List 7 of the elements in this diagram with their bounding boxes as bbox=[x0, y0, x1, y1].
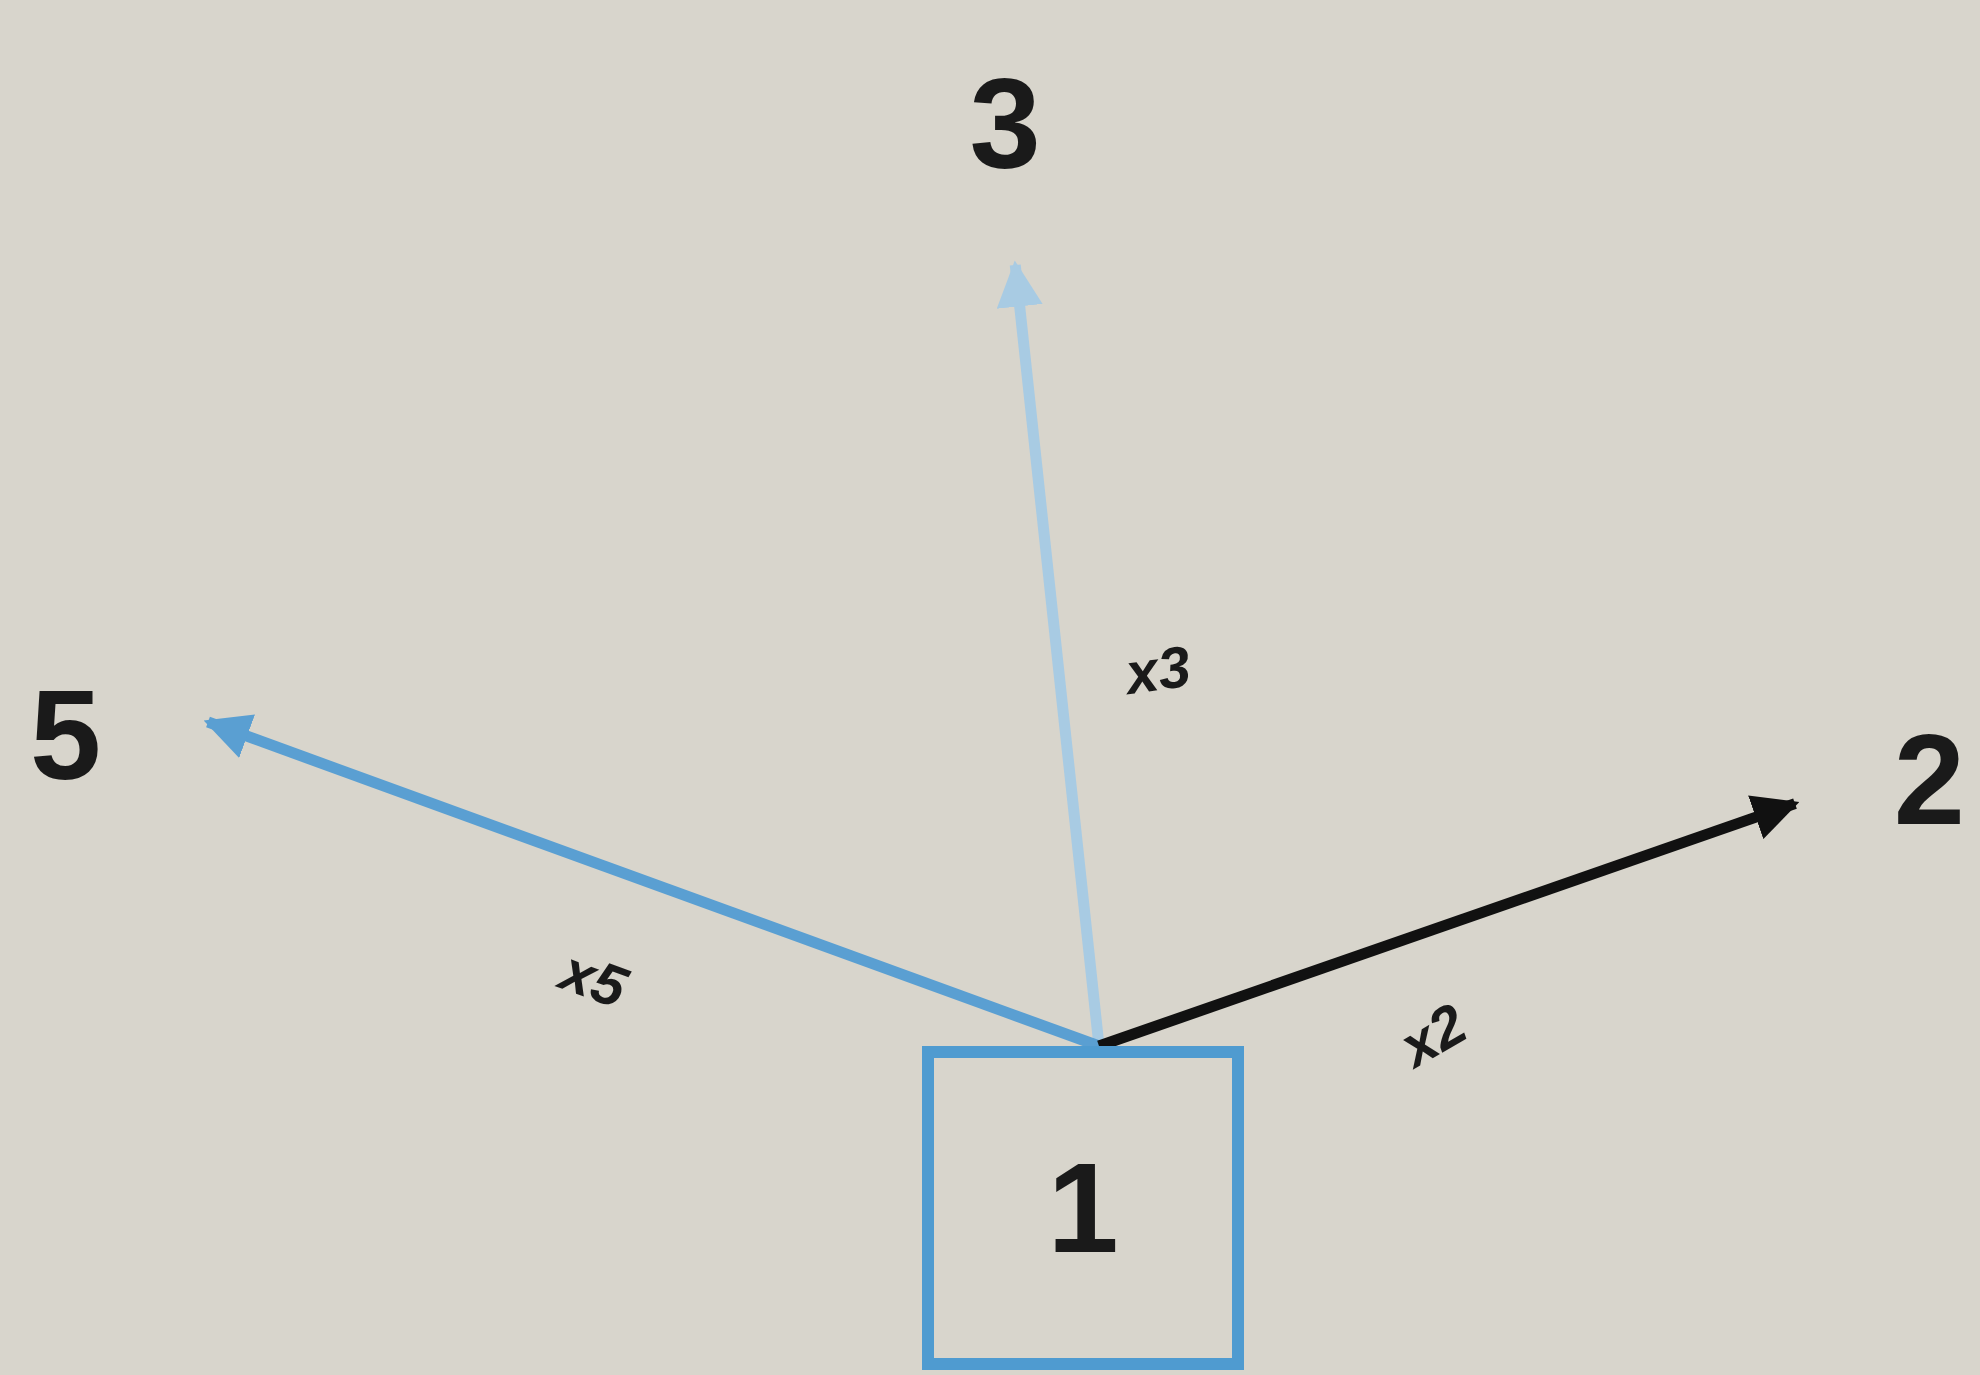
edge-label: x3 bbox=[1122, 636, 1194, 704]
number-label: 3 bbox=[945, 60, 1065, 265]
number-label: 2 bbox=[1795, 710, 1965, 850]
number-label: 5 bbox=[30, 680, 208, 790]
edge-label: x5 bbox=[553, 940, 635, 1018]
edge-label: x2 bbox=[1390, 993, 1476, 1077]
number-box: 1 bbox=[922, 1046, 1244, 1370]
